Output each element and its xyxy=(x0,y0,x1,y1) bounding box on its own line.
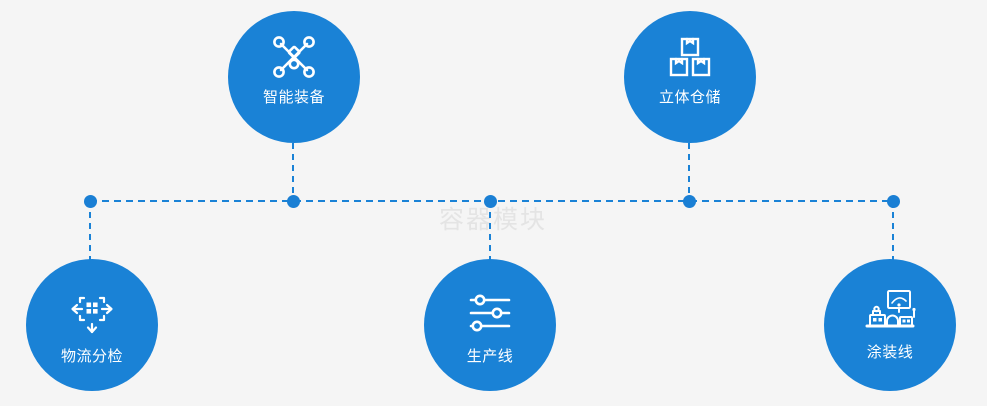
spine-dot-painting-line xyxy=(886,194,900,208)
sorting-arrows-icon xyxy=(71,296,113,334)
node-stereo-warehouse[interactable]: 立体仓储 xyxy=(624,11,756,143)
node-label-production-line: 生产线 xyxy=(466,347,514,365)
node-label-smart-equipment: 智能装备 xyxy=(262,88,325,106)
network-nodes-icon xyxy=(273,36,315,78)
paint-machine-icon xyxy=(865,290,916,328)
node-label-stereo-warehouse: 立体仓储 xyxy=(658,88,721,106)
node-production-line[interactable]: 生产线 xyxy=(424,259,556,391)
node-label-logistics-sorting: 物流分检 xyxy=(60,347,123,365)
sliders-icon xyxy=(469,294,511,332)
watermark-text: 容器模块 xyxy=(438,205,547,234)
node-painting-line[interactable]: 涂装线 xyxy=(824,259,956,391)
spine-dot-production-line xyxy=(483,194,497,208)
spine-dot-logistics-sorting xyxy=(83,194,97,208)
stacked-boxes-icon xyxy=(669,37,711,77)
node-logistics-sorting[interactable]: 物流分检 xyxy=(26,259,158,391)
node-smart-equipment[interactable]: 智能装备 xyxy=(228,11,360,143)
spine-dot-stereo-warehouse xyxy=(682,194,696,208)
spine-dot-smart-equipment xyxy=(286,194,300,208)
node-label-painting-line: 涂装线 xyxy=(866,343,914,361)
